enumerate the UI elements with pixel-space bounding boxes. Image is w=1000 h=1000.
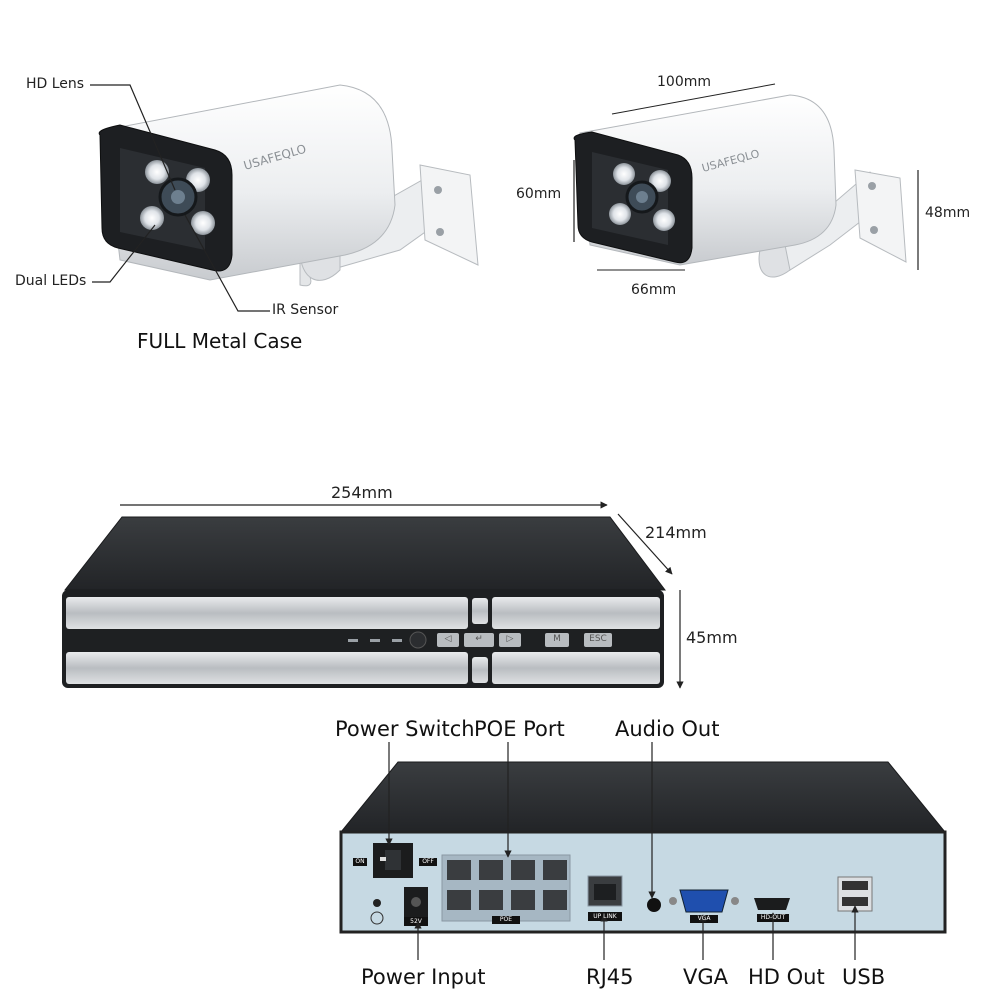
dim-nvr-depth: 214mm [645, 523, 707, 542]
caption-metal-case: FULL Metal Case [137, 329, 303, 353]
callout-dual-leds: Dual LEDs [15, 273, 87, 289]
dim-mount-height: 48mm [925, 205, 971, 221]
panel-label-off: OFF [422, 858, 434, 865]
dim-nvr-height: 45mm [686, 628, 738, 647]
callout-power-input: Power Input [361, 965, 486, 989]
front-buttons [437, 633, 612, 647]
callout-audio-out: Audio Out [615, 717, 720, 741]
nvr-back [339, 742, 947, 960]
front-button-left: ◁ [444, 634, 452, 644]
dim-camera-length: 100mm [657, 74, 711, 90]
callout-power-switch: Power Switch [335, 717, 475, 741]
callout-hd-lens: HD Lens [26, 76, 85, 92]
callout-poe-port: POE Port [474, 717, 565, 741]
panel-label-hdout: HD-OUT [760, 914, 786, 921]
dim-camera-width: 66mm [631, 282, 677, 298]
camera-left: USAFEQLO [90, 84, 479, 312]
callout-hd-out: HD Out [748, 965, 825, 989]
nvr-front [62, 501, 684, 689]
poe-ports [441, 854, 571, 924]
panel-label-uplink: UP LINK [593, 913, 617, 920]
camera-right: USAFEQLO [573, 83, 919, 278]
callout-vga: VGA [683, 965, 729, 989]
callout-ir-sensor: IR Sensor [272, 302, 339, 318]
callout-rj45: RJ45 [586, 965, 634, 989]
dim-nvr-width: 254mm [331, 483, 393, 502]
front-button-esc: ESC [589, 634, 607, 644]
panel-label-vga: VGA [697, 915, 711, 922]
front-button-right: ▷ [506, 634, 514, 644]
panel-label-voltage: 52V [410, 918, 422, 925]
panel-label-poe: POE [499, 916, 513, 923]
dim-camera-height: 60mm [516, 186, 562, 202]
panel-label-on: ON [355, 858, 365, 865]
callout-usb: USB [842, 965, 886, 989]
front-button-enter: ↵ [475, 634, 483, 644]
front-button-menu: M [553, 634, 561, 644]
